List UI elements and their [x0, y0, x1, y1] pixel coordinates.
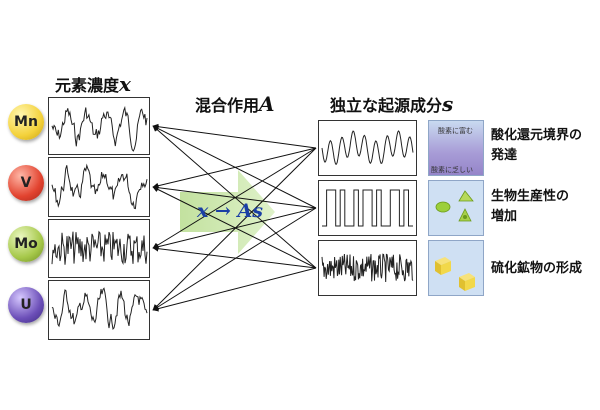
source-trace-productivity [322, 189, 413, 227]
redox-oxygen-poor-text: 酸素に乏しい [431, 166, 473, 174]
mixing-arrow-9 [152, 186, 317, 269]
source-label-productivity: 生物生産性の増加 [491, 189, 570, 224]
equation-label: x → As [197, 200, 263, 222]
source-label-sulfide: 硫化鉱物の形成 [491, 261, 583, 276]
big-green-arrow [180, 170, 275, 254]
mixing-arrow-3 [152, 147, 317, 311]
mixing-arrow-4 [152, 125, 317, 209]
element-ball-mo: Mo [8, 226, 44, 262]
mixing-arrow-8 [152, 125, 317, 269]
independent-sources-header: 独立な起源成分s [330, 92, 454, 116]
signal-trace-u [51, 287, 148, 330]
signal-trace-v [51, 163, 148, 210]
plankton-icon [435, 190, 474, 222]
mixing-arrow-10 [152, 245, 317, 269]
redox-panel [428, 120, 484, 176]
source-label-redox: 酸化還元境界の発達 [491, 128, 583, 163]
redox-oxygen-rich-text: 酸素に富む [438, 127, 473, 135]
signal-box-mo [48, 219, 150, 278]
mixing-header: 混合作用A [195, 92, 275, 116]
mixing-arrow-11 [152, 267, 317, 312]
signal-trace-mn [51, 105, 148, 152]
sulfide-panel [428, 240, 484, 296]
pyrite-crystal-icon [435, 257, 475, 291]
signal-box-mn [48, 97, 150, 155]
source-trace-redox [321, 130, 414, 165]
signal-trace-mo [51, 230, 148, 266]
mixing-arrow-0 [152, 123, 317, 149]
productivity-panel [428, 180, 484, 236]
signal-box-v [48, 157, 150, 217]
element-concentration-header: 元素濃度x [55, 72, 131, 96]
mixing-arrow-7 [152, 207, 317, 311]
source-trace-sulfide [321, 253, 414, 283]
source-box-productivity [318, 180, 417, 236]
element-ball-v: V [8, 165, 44, 201]
element-ball-mn: Mn [8, 104, 44, 140]
element-ball-u: U [8, 287, 44, 323]
